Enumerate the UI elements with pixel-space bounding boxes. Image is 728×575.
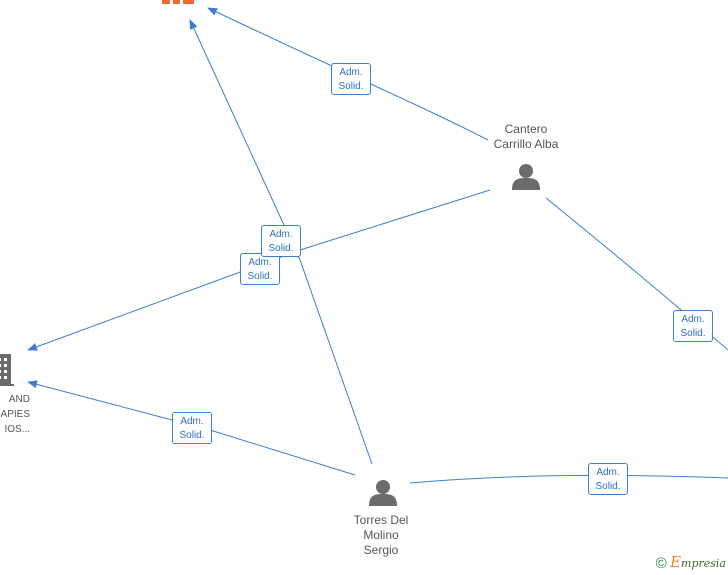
edge-torres-company-top (189, 19, 373, 465)
brand-initial: E (670, 553, 682, 571)
person-icon-cantero[interactable] (512, 164, 540, 190)
edge-badge-cantero-company-top[interactable]: Adm. Solid. (331, 63, 371, 95)
person-label-torres[interactable]: Torres Del Molino Sergio (353, 513, 409, 557)
brand-watermark: © Empresia (656, 553, 726, 572)
company-label-left[interactable]: AND APIES IOS... (0, 394, 30, 435)
edge-badge-cantero-company-left[interactable]: Adm. Solid. (240, 253, 280, 285)
edge-badge-torres-company-top[interactable]: Adm. Solid. (261, 225, 301, 257)
edge-cantero-company-top (207, 7, 489, 141)
edge-badge-cantero-offscreen-right[interactable]: Adm. Solid. (673, 310, 713, 342)
copyright-symbol: © (655, 555, 667, 572)
company-left-building-icon[interactable] (0, 354, 14, 386)
edge-torres-offscreen-right (409, 474, 728, 484)
company-top-icon[interactable] (162, 0, 194, 4)
brand-name: mpresia (681, 557, 726, 570)
edge-badge-torres-offscreen-right[interactable]: Adm. Solid. (588, 463, 628, 495)
edge-badge-torres-company-left[interactable]: Adm. Solid. (172, 412, 212, 444)
person-label-cantero[interactable]: Cantero Carrillo Alba (493, 122, 559, 151)
person-icon-torres[interactable] (369, 480, 397, 506)
